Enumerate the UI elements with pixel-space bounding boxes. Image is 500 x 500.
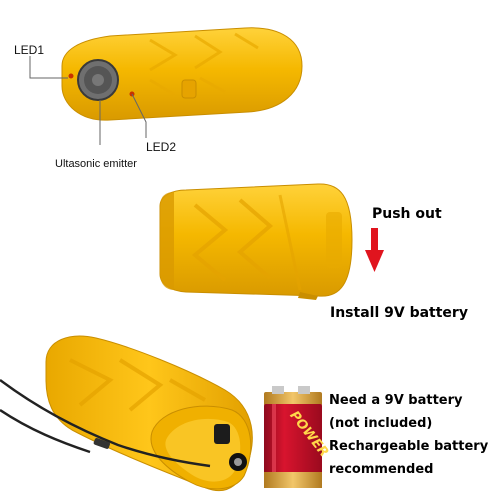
ultrasonic-emitter	[77, 59, 119, 101]
battery-9v	[264, 386, 322, 488]
led2-label: LED2	[146, 140, 177, 154]
battery-note: Need a 9V battery (not included) Recharg…	[329, 389, 488, 481]
device-middle	[159, 183, 353, 300]
callout-lines	[29, 56, 147, 145]
led1-label: LED1	[14, 43, 45, 57]
note-line-1: Need a 9V battery	[329, 393, 463, 408]
device-top	[61, 27, 303, 121]
note-line-3: Rechargeable battery	[329, 439, 489, 454]
note-line-4: recommended	[329, 462, 434, 477]
device-bottom	[0, 335, 253, 492]
push-out-label: Push out	[372, 206, 442, 222]
arrow-down-icon	[365, 228, 384, 272]
note-line-2: (not included)	[329, 416, 433, 431]
emitter-label: Ultasonic emitter	[55, 158, 137, 170]
led1-dot	[68, 73, 74, 79]
install-label: Install 9V battery	[330, 305, 468, 321]
